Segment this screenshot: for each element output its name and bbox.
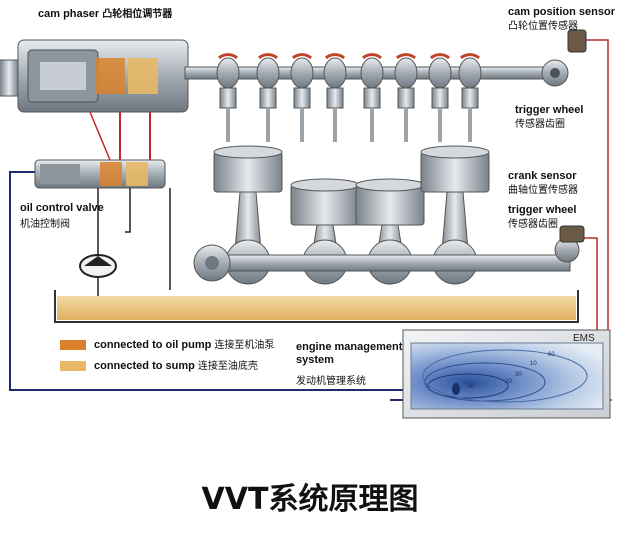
valve [323,53,347,142]
map-label: 10 [530,361,537,367]
map-label: 40 [468,384,475,390]
ems-label: engine management [296,341,403,353]
ems-box-label: EMS [573,333,595,344]
piston [213,145,283,285]
oil-pump [79,188,171,296]
oil-control-valve-label: oil control valve [20,202,104,214]
valve [216,53,240,142]
legend-swatch-sump [60,361,86,371]
cam-phaser [0,39,189,113]
map-label: 30 [515,372,522,378]
piston [290,178,360,285]
cam-sensor-label-cn: 凸轮位置传感器 [508,21,578,32]
crank-sensor [559,225,585,243]
legend-item-oil-pump: connected to oil pump 连接至机油泵 [94,339,275,351]
valve [394,53,418,142]
legend-swatch-oil-pump [60,340,86,350]
crank-sensor-label-cn: 曲轴位置传感器 [508,185,578,196]
ems-label-2: system [296,354,334,366]
valve [360,53,384,142]
oil-sump [54,290,579,323]
valve [290,53,314,142]
cam-position-sensor [567,29,587,53]
valve [428,53,452,142]
oil-control-valve-label-cn: 机油控制阀 [20,219,70,230]
ems-map-labels: 10 20 30 40 60 [468,352,555,390]
valve [256,53,280,142]
valve [458,53,482,142]
ems-unit [402,329,611,419]
trigger-wheel-top-label-cn: 传感器齿圈 [515,119,565,130]
trigger-wheel-bottom-label: trigger wheel [508,204,577,216]
map-label: 60 [548,352,555,358]
crank-sensor-label: crank sensor [508,170,577,182]
oil-control-valve [34,111,166,189]
diagram-caption: VVT系统原理图 [201,482,419,517]
cam-sensor-label: cam position sensor [508,6,615,18]
crankshaft [193,237,580,282]
ems-label-cn: 发动机管理系统 [296,376,366,387]
legend-item-sump: connected to sump 连接至油底壳 [94,360,258,372]
cam-phaser-label: cam phaser 凸轮相位调节器 [38,8,173,20]
map-label: 20 [505,379,512,385]
valve-train [216,53,482,142]
trigger-wheel-top-label: trigger wheel [515,104,584,116]
trigger-wheel-bottom-label-cn: 传感器齿圈 [508,219,558,230]
